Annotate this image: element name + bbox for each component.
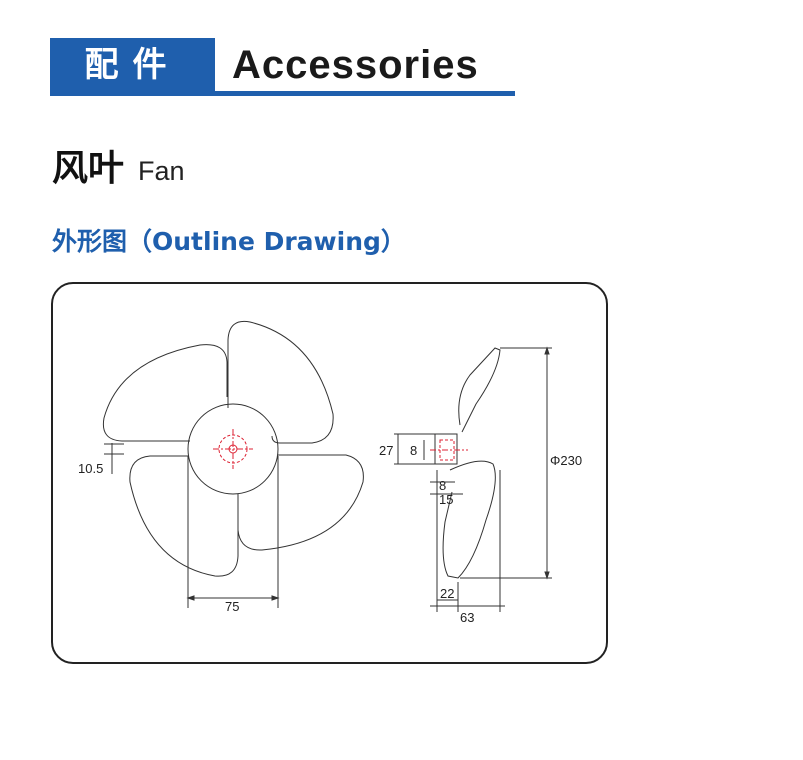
fan-side-blade-lower	[442, 460, 496, 579]
fan-blade-top	[227, 320, 334, 444]
drawing-frame	[51, 282, 608, 664]
fan-blade-bottom	[129, 455, 239, 577]
dim-hub-diameter: 75	[225, 599, 239, 614]
fan-side-hub	[434, 433, 458, 465]
dim-side-15: 15	[439, 492, 453, 507]
dim-slot-width: 10.5	[78, 461, 103, 476]
header-underline	[50, 91, 515, 96]
section-title: 风叶 Fan	[52, 148, 185, 191]
dim-side-63: 63	[460, 610, 474, 625]
fan-blade-left	[102, 344, 228, 442]
dim-side-8-bottom: 8	[439, 478, 446, 493]
fan-blade-right	[237, 454, 364, 551]
outline-drawing-title: 外形图（Outline Drawing）	[52, 227, 406, 256]
dim-fan-diameter: Φ230	[550, 453, 582, 468]
section-cn-title: 风叶	[52, 148, 125, 189]
header-cn-title: 配件	[84, 45, 181, 85]
header-accent-block	[50, 38, 215, 92]
section-en-title: Fan	[138, 156, 185, 186]
dim-side-8-left: 8	[410, 443, 417, 458]
dim-side-27: 27	[379, 443, 393, 458]
dim-side-22: 22	[440, 586, 454, 601]
header-en-title: Accessories	[232, 43, 479, 87]
fan-hub-circle	[187, 403, 279, 495]
fan-side-blade-upper	[458, 347, 501, 433]
